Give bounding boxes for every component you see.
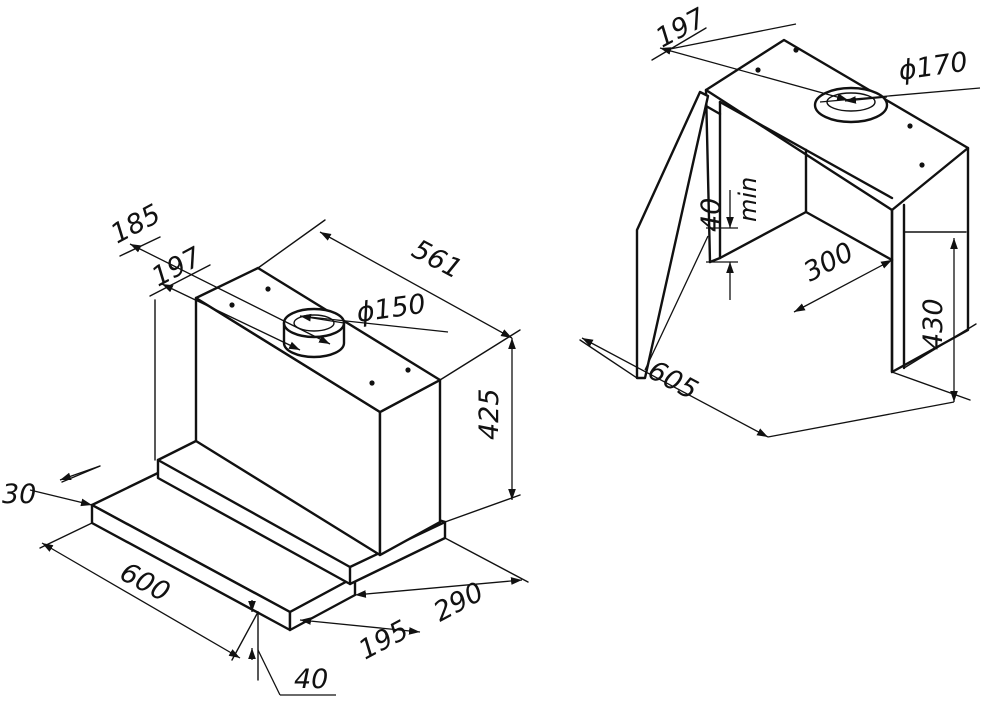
right-cabinet-drawing: 197 ϕ170 40 min 300 430 605: [579, 3, 981, 438]
right-dimensions: [579, 23, 981, 438]
mount-hole: [369, 380, 375, 386]
dim-195: 195: [354, 615, 414, 667]
mount-hole: [265, 286, 271, 292]
dim-phi170: ϕ170: [897, 47, 970, 87]
mount-hole: [755, 67, 761, 73]
left-dimensions: [29, 219, 529, 696]
mount-hole: [907, 123, 913, 129]
dim-30: 30: [2, 479, 36, 510]
duct-collar: [282, 307, 346, 359]
dim-430: 430: [918, 298, 949, 350]
mount-hole: [919, 162, 925, 168]
mount-hole: [405, 367, 411, 373]
dim-300: 300: [799, 237, 859, 289]
dim-425: 425: [474, 388, 505, 440]
mount-hole: [793, 47, 799, 53]
dim-600: 600: [115, 557, 175, 609]
cabinet: [635, 38, 970, 380]
dim-185: 185: [106, 199, 166, 251]
dim-605: 605: [643, 355, 703, 407]
mount-hole: [229, 302, 235, 308]
left-hood-drawing: 185 197 561 ϕ150 425 30 600 290 195 40: [2, 199, 529, 696]
dim-40-left: 40: [294, 664, 328, 695]
dim-40-right: 40: [696, 198, 727, 232]
dim-phi150: ϕ150: [355, 289, 428, 329]
dim-561: 561: [407, 234, 467, 286]
dim-min: min: [734, 177, 762, 222]
duct-cutout: [813, 86, 889, 124]
dim-197: 197: [147, 242, 207, 294]
